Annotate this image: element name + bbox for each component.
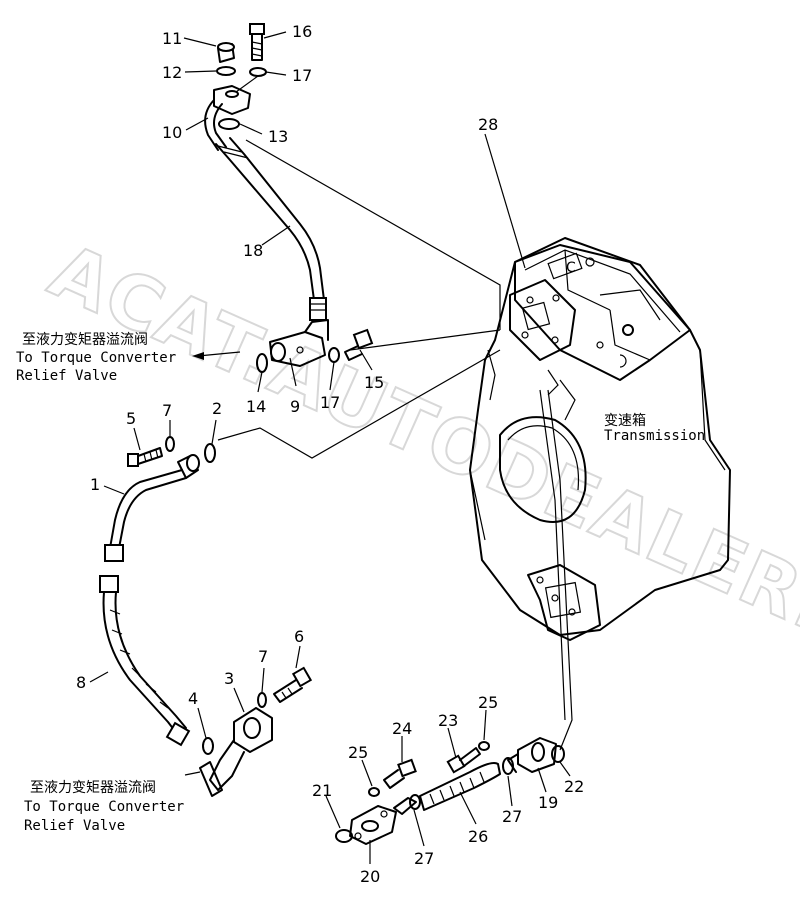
part-number: 20 [360, 867, 380, 886]
bolt-23 [446, 747, 481, 774]
part-number: 7 [162, 401, 172, 420]
flange-20 [349, 805, 397, 845]
elbow-block-3 [199, 707, 273, 797]
bolt-15 [344, 328, 374, 361]
transmission-housing: C [469, 237, 731, 641]
part-number: 2 [212, 399, 222, 418]
label-to-tc-relief-top-en1: To Torque Converter [16, 350, 176, 366]
pipe-18 [215, 137, 327, 321]
part-number: 25 [348, 743, 368, 762]
part-number: 10 [162, 123, 182, 142]
washer-7-mid [165, 436, 175, 452]
label-transmission-en: Transmission [604, 428, 705, 444]
washer-25-right [478, 741, 490, 751]
label-to-tc-relief-bottom-en1: To Torque Converter [24, 799, 184, 815]
label-to-tc-relief-top-cn: 至液力变矩器溢流阀 [22, 332, 148, 348]
part-number: 24 [392, 719, 412, 738]
o-ring-22 [551, 745, 565, 763]
part-number: 17 [320, 393, 340, 412]
svg-text:C: C [566, 260, 576, 276]
part-number: 21 [312, 781, 332, 800]
part-number: 15 [364, 373, 384, 392]
part-number: 5 [126, 409, 136, 428]
washer-17-top [249, 67, 267, 77]
leader-lines [89, 31, 571, 864]
part-number: 18 [243, 241, 263, 260]
label-to-tc-relief-bottom-cn: 至液力变矩器溢流阀 [30, 780, 156, 796]
part-number: 6 [294, 627, 304, 646]
part-number: 12 [162, 63, 182, 82]
o-ring-2 [204, 443, 216, 463]
part-number: 22 [564, 777, 584, 796]
part-number: 25 [478, 693, 498, 712]
part-number: 16 [292, 22, 312, 41]
part-numbers: 11 12 16 17 10 13 18 28 14 9 17 15 5 7 2… [76, 22, 584, 886]
part-number: 17 [292, 66, 312, 85]
part-number: 26 [468, 827, 488, 846]
bolt-16 [249, 23, 265, 61]
fitting-9 [269, 319, 329, 367]
o-ring-4 [202, 737, 214, 755]
o-ring-13 [218, 118, 240, 130]
part-number: 9 [290, 397, 300, 416]
part-number: 14 [246, 397, 266, 416]
part-number: 28 [478, 115, 498, 134]
o-ring-21 [335, 829, 353, 843]
part-number: 23 [438, 711, 458, 730]
label-to-tc-relief-top-en2: Relief Valve [16, 368, 117, 384]
washer-7-lower [257, 692, 267, 708]
label-to-tc-relief-bottom-en2: Relief Valve [24, 818, 125, 834]
bolt-6 [273, 666, 313, 703]
guide-lines [217, 75, 573, 751]
part-number: 13 [268, 127, 288, 146]
elbow-fitting-10 [204, 85, 251, 151]
washer-25-left [368, 787, 380, 797]
part-number: 27 [414, 849, 434, 868]
part-number: 3 [224, 669, 234, 688]
part-number: 27 [502, 807, 522, 826]
hose-26 [419, 762, 501, 811]
plug-11 [217, 42, 235, 63]
part-number: 8 [76, 673, 86, 692]
part-number: 19 [538, 793, 558, 812]
part-number: 7 [258, 647, 268, 666]
watermark: ACAT.AUTODEALER.RU [38, 228, 800, 699]
part-number: 4 [188, 689, 198, 708]
label-transmission-cn: 变速箱 [604, 413, 646, 429]
pipe-1 [104, 454, 200, 562]
part-number: 1 [90, 475, 100, 494]
bolt-5 [127, 447, 163, 467]
pipe-8 [99, 575, 191, 747]
flange-19 [507, 737, 557, 773]
bolt-24 [383, 758, 417, 789]
pipe-stub [393, 794, 421, 815]
part-number: 11 [162, 29, 182, 48]
o-ring-12 [216, 66, 236, 76]
annotation-labels: 至液力变矩器溢流阀 To Torque Converter Relief Val… [16, 332, 705, 834]
